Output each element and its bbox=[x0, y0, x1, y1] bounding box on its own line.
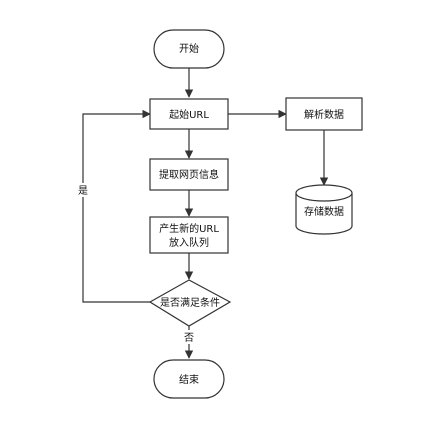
node-end: 结束 bbox=[153, 359, 225, 399]
node-condition-label: 是否满足条件 bbox=[160, 296, 220, 309]
node-condition: 是否满足条件 bbox=[148, 279, 232, 327]
node-end-label: 结束 bbox=[179, 373, 199, 386]
node-parse-data: 解析数据 bbox=[285, 97, 363, 131]
node-new-url-line1: 产生新的URL bbox=[159, 222, 219, 235]
node-new-url-line2: 放入队列 bbox=[169, 236, 209, 249]
node-parse-data-label: 解析数据 bbox=[304, 108, 344, 121]
node-extract-info: 提取网页信息 bbox=[149, 158, 229, 191]
no-label-bg bbox=[182, 330, 196, 344]
node-start: 开始 bbox=[153, 29, 225, 69]
node-start-url-label: 起始URL bbox=[169, 108, 209, 121]
node-start-label: 开始 bbox=[179, 42, 199, 55]
node-start-url: 起始URL bbox=[149, 98, 229, 130]
yes-label-bg bbox=[76, 183, 90, 197]
edge-label-yes: 是 bbox=[78, 185, 88, 197]
node-store-data-label: 存储数据 bbox=[304, 205, 344, 218]
node-new-url: 产生新的URL 放入队列 bbox=[149, 216, 229, 254]
edge-condition-yes-loop bbox=[82, 109, 151, 303]
node-extract-info-label: 提取网页信息 bbox=[159, 168, 219, 181]
edge-label-no: 否 bbox=[184, 332, 194, 344]
node-store-data: 存储数据 bbox=[295, 184, 353, 235]
